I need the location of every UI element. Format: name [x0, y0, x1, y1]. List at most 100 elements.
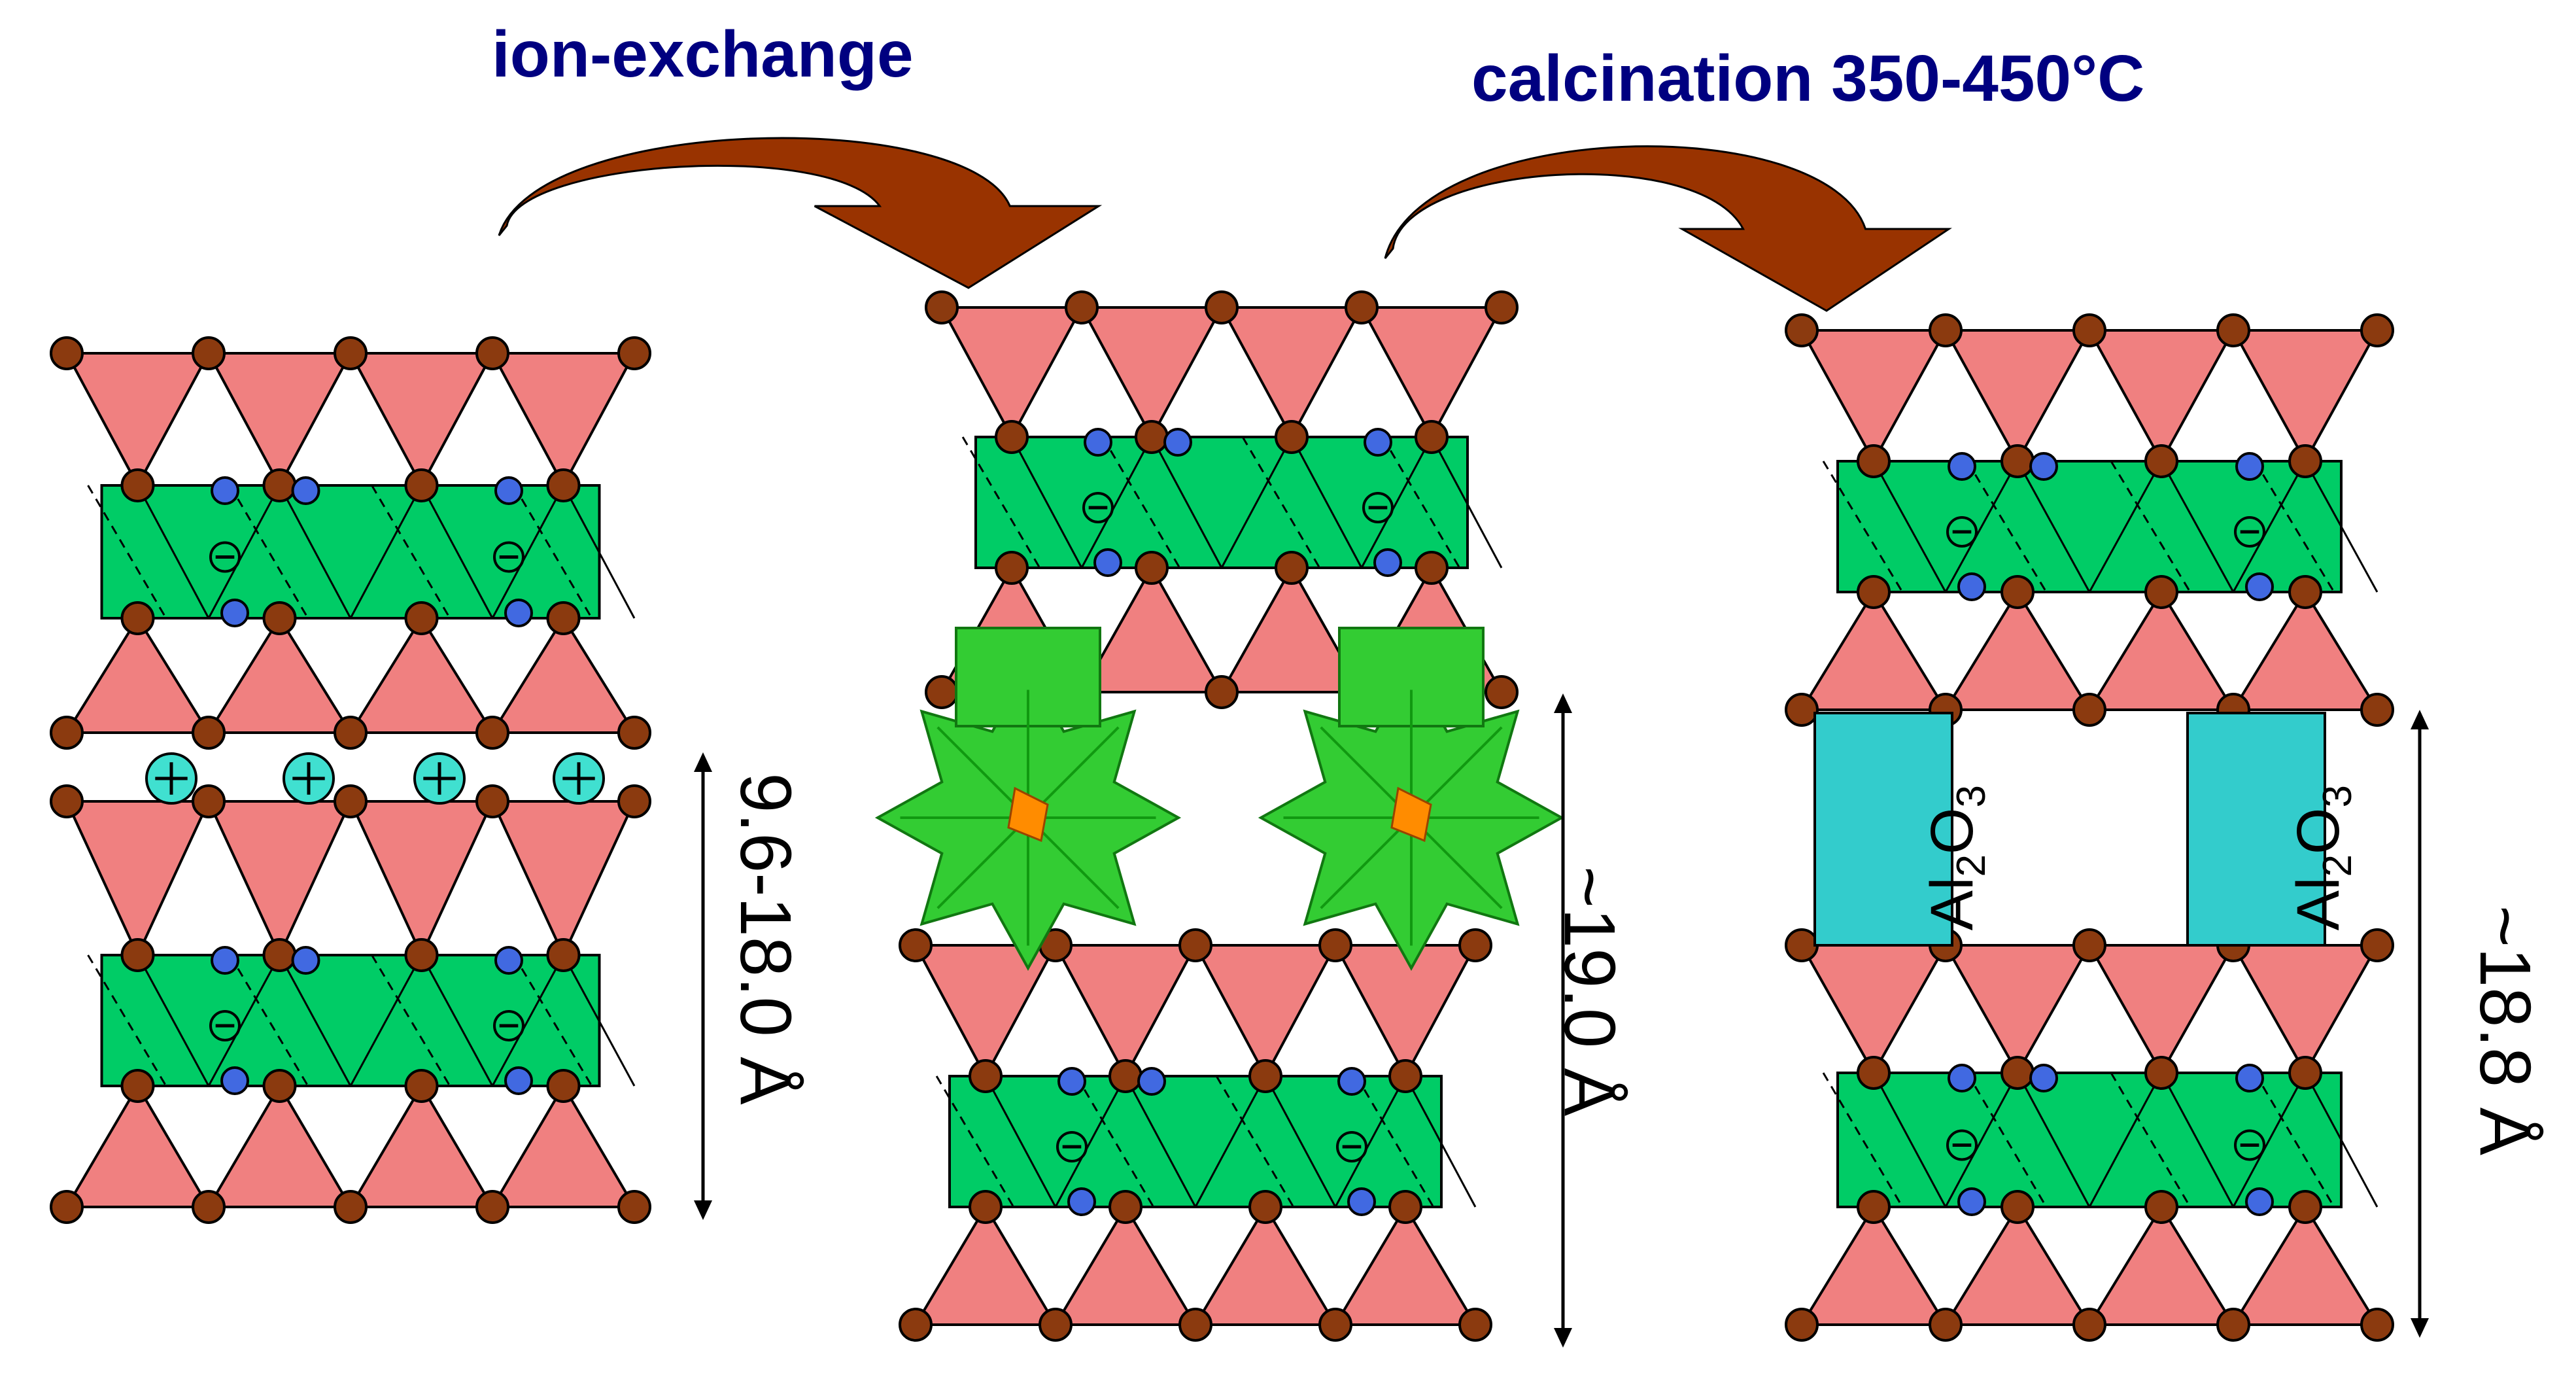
- oxygen-atom: [2216, 313, 2250, 347]
- oxygen-atom: [404, 601, 439, 635]
- oxygen-atom: [2360, 928, 2394, 962]
- octahedron-dashed-edge: [1075, 1075, 1155, 1208]
- octahedron-edge: [491, 954, 564, 1087]
- spacing-arrowhead: [1554, 693, 1572, 713]
- oxygen-atom: [1388, 1190, 1422, 1224]
- alumina-pillar-label: Al2O3: [1918, 785, 1995, 931]
- octahedron-edge: [349, 485, 422, 619]
- oxygen-atom: [1039, 1308, 1073, 1342]
- octahedron-dashed-edge: [1381, 436, 1461, 568]
- oxygen-atom: [969, 1059, 1003, 1093]
- octahedron-edge: [421, 485, 494, 619]
- tetrahedron: [2231, 329, 2380, 464]
- octahedron-edge: [1080, 436, 1153, 568]
- tetrahedron: [1219, 306, 1364, 440]
- oxygen-atom: [2072, 1308, 2106, 1342]
- alumina-pillar: [2186, 712, 2326, 947]
- tetrahedron: [1079, 565, 1224, 693]
- tetrahedron: [490, 1083, 637, 1208]
- oxygen-atom: [334, 1190, 368, 1224]
- oxygen-atom: [404, 468, 439, 502]
- oxygen-atom: [192, 784, 226, 818]
- spacing-arrowhead: [2411, 1318, 2429, 1338]
- oxygen-atom: [925, 675, 959, 709]
- tetrahedron: [2087, 944, 2236, 1076]
- octahedron-dashed-edge: [1101, 436, 1181, 568]
- tetrahedron: [1799, 329, 1948, 464]
- oxygen-atom: [1345, 290, 1379, 324]
- tetrahedron: [64, 616, 211, 734]
- octahedron-edge: [137, 485, 210, 619]
- ion-exchange-arrow: [498, 137, 1103, 289]
- octahedron-edge: [1872, 461, 1947, 593]
- oxygen-atom: [1785, 928, 1819, 962]
- oxygen-atom: [404, 938, 439, 972]
- octahedron-edge: [2016, 1072, 2091, 1208]
- basal-spacing-pillared-label: ~18.8 Å: [2465, 905, 2545, 1156]
- tetrahedron: [913, 944, 1058, 1079]
- oxygen-atom: [1458, 1308, 1492, 1342]
- octahedron-edge: [279, 485, 352, 619]
- oxygen-atom: [1178, 1308, 1212, 1342]
- oxygen-atom: [2001, 444, 2035, 478]
- tetrahedron: [64, 352, 211, 489]
- octahedron-edge: [2160, 461, 2235, 593]
- ion-exchange-label: ion-exchange: [492, 18, 914, 91]
- oxygen-atom: [995, 420, 1029, 454]
- octahedron-dashed-edge: [1966, 1072, 2048, 1208]
- oxygen-atom: [1065, 290, 1099, 324]
- oxygen-atom: [1485, 290, 1519, 324]
- octahedron-edge: [1194, 1075, 1267, 1208]
- calcination-label: calcination 350-450°C: [1471, 42, 2145, 115]
- tetrahedron: [2231, 1204, 2380, 1326]
- hydroxyl-atom: [2245, 1187, 2274, 1216]
- tetrahedron: [1219, 565, 1364, 693]
- oxygen-atom: [475, 716, 509, 750]
- octahedron-dashed-edge: [961, 436, 1041, 568]
- oxygen-atom: [2001, 1056, 2035, 1090]
- octahedron-dashed-edge: [1966, 461, 2048, 593]
- tetrahedron: [1943, 329, 2092, 464]
- octahedron-dashed-edge: [371, 954, 451, 1087]
- octahedron-dashed-edge: [2110, 461, 2191, 593]
- hydroxyl-atom: [2235, 1064, 2264, 1092]
- tetrahedron: [1053, 1204, 1198, 1326]
- hydroxyl-atom: [1347, 1187, 1376, 1216]
- spacing-arrowhead: [694, 1200, 712, 1220]
- oxygen-atom: [1275, 551, 1309, 585]
- oxygen-atom: [1318, 928, 1352, 962]
- octahedron-dashed-edge: [229, 954, 309, 1087]
- calcination-arrow: [1384, 145, 1952, 312]
- tetrahedron: [490, 616, 637, 734]
- oxygen-atom: [617, 1190, 651, 1224]
- oxygen-atom: [546, 1069, 581, 1103]
- oxygen-atom: [1205, 675, 1239, 709]
- octahedron-dashed-edge: [229, 485, 309, 619]
- tetrahedron: [348, 352, 495, 489]
- keggin-center: [1390, 786, 1432, 843]
- hydroxyl-atom: [1137, 1067, 1166, 1096]
- tetrahedron: [206, 352, 353, 489]
- octahedron-dashed-edge: [2254, 1072, 2335, 1208]
- octahedron-edge: [2016, 461, 2091, 593]
- oxygen-atom: [50, 784, 84, 818]
- oxygen-atom: [1275, 420, 1309, 454]
- octahedron-edge: [2232, 1072, 2307, 1208]
- hydroxyl-atom: [494, 476, 523, 505]
- oxygen-atom: [1857, 444, 1891, 478]
- hydroxyl-atom: [1373, 548, 1402, 577]
- oxygen-atom: [50, 716, 84, 750]
- tetrahedron: [490, 352, 637, 489]
- hydroxyl-atom: [2245, 572, 2274, 601]
- oxygen-atom: [969, 1190, 1003, 1224]
- oxygen-atom: [404, 1069, 439, 1103]
- oxygen-atom: [2288, 444, 2322, 478]
- oxygen-atom: [2001, 575, 2035, 609]
- hydroxyl-atom: [1948, 452, 1976, 481]
- oxygen-atom: [2360, 313, 2394, 347]
- keggin-edge: [936, 816, 1029, 909]
- oxygen-atom: [475, 336, 509, 370]
- oxygen-atom: [334, 336, 368, 370]
- tetrahedron: [913, 1204, 1058, 1326]
